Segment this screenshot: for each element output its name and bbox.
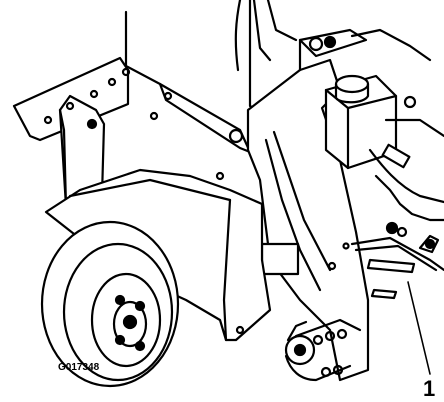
wheel <box>40 220 180 388</box>
fluid-reservoir <box>324 74 417 170</box>
linkage-arm <box>298 28 432 72</box>
drive-chain <box>284 318 362 382</box>
callout-number-1: 1 <box>423 376 435 401</box>
side-frame <box>246 58 370 382</box>
mounting-bracket <box>12 56 131 208</box>
access-plate <box>366 258 416 300</box>
spring-assembly <box>350 118 444 272</box>
figure-id-label: G017348 <box>58 362 100 373</box>
callout-leader-line <box>407 281 431 375</box>
